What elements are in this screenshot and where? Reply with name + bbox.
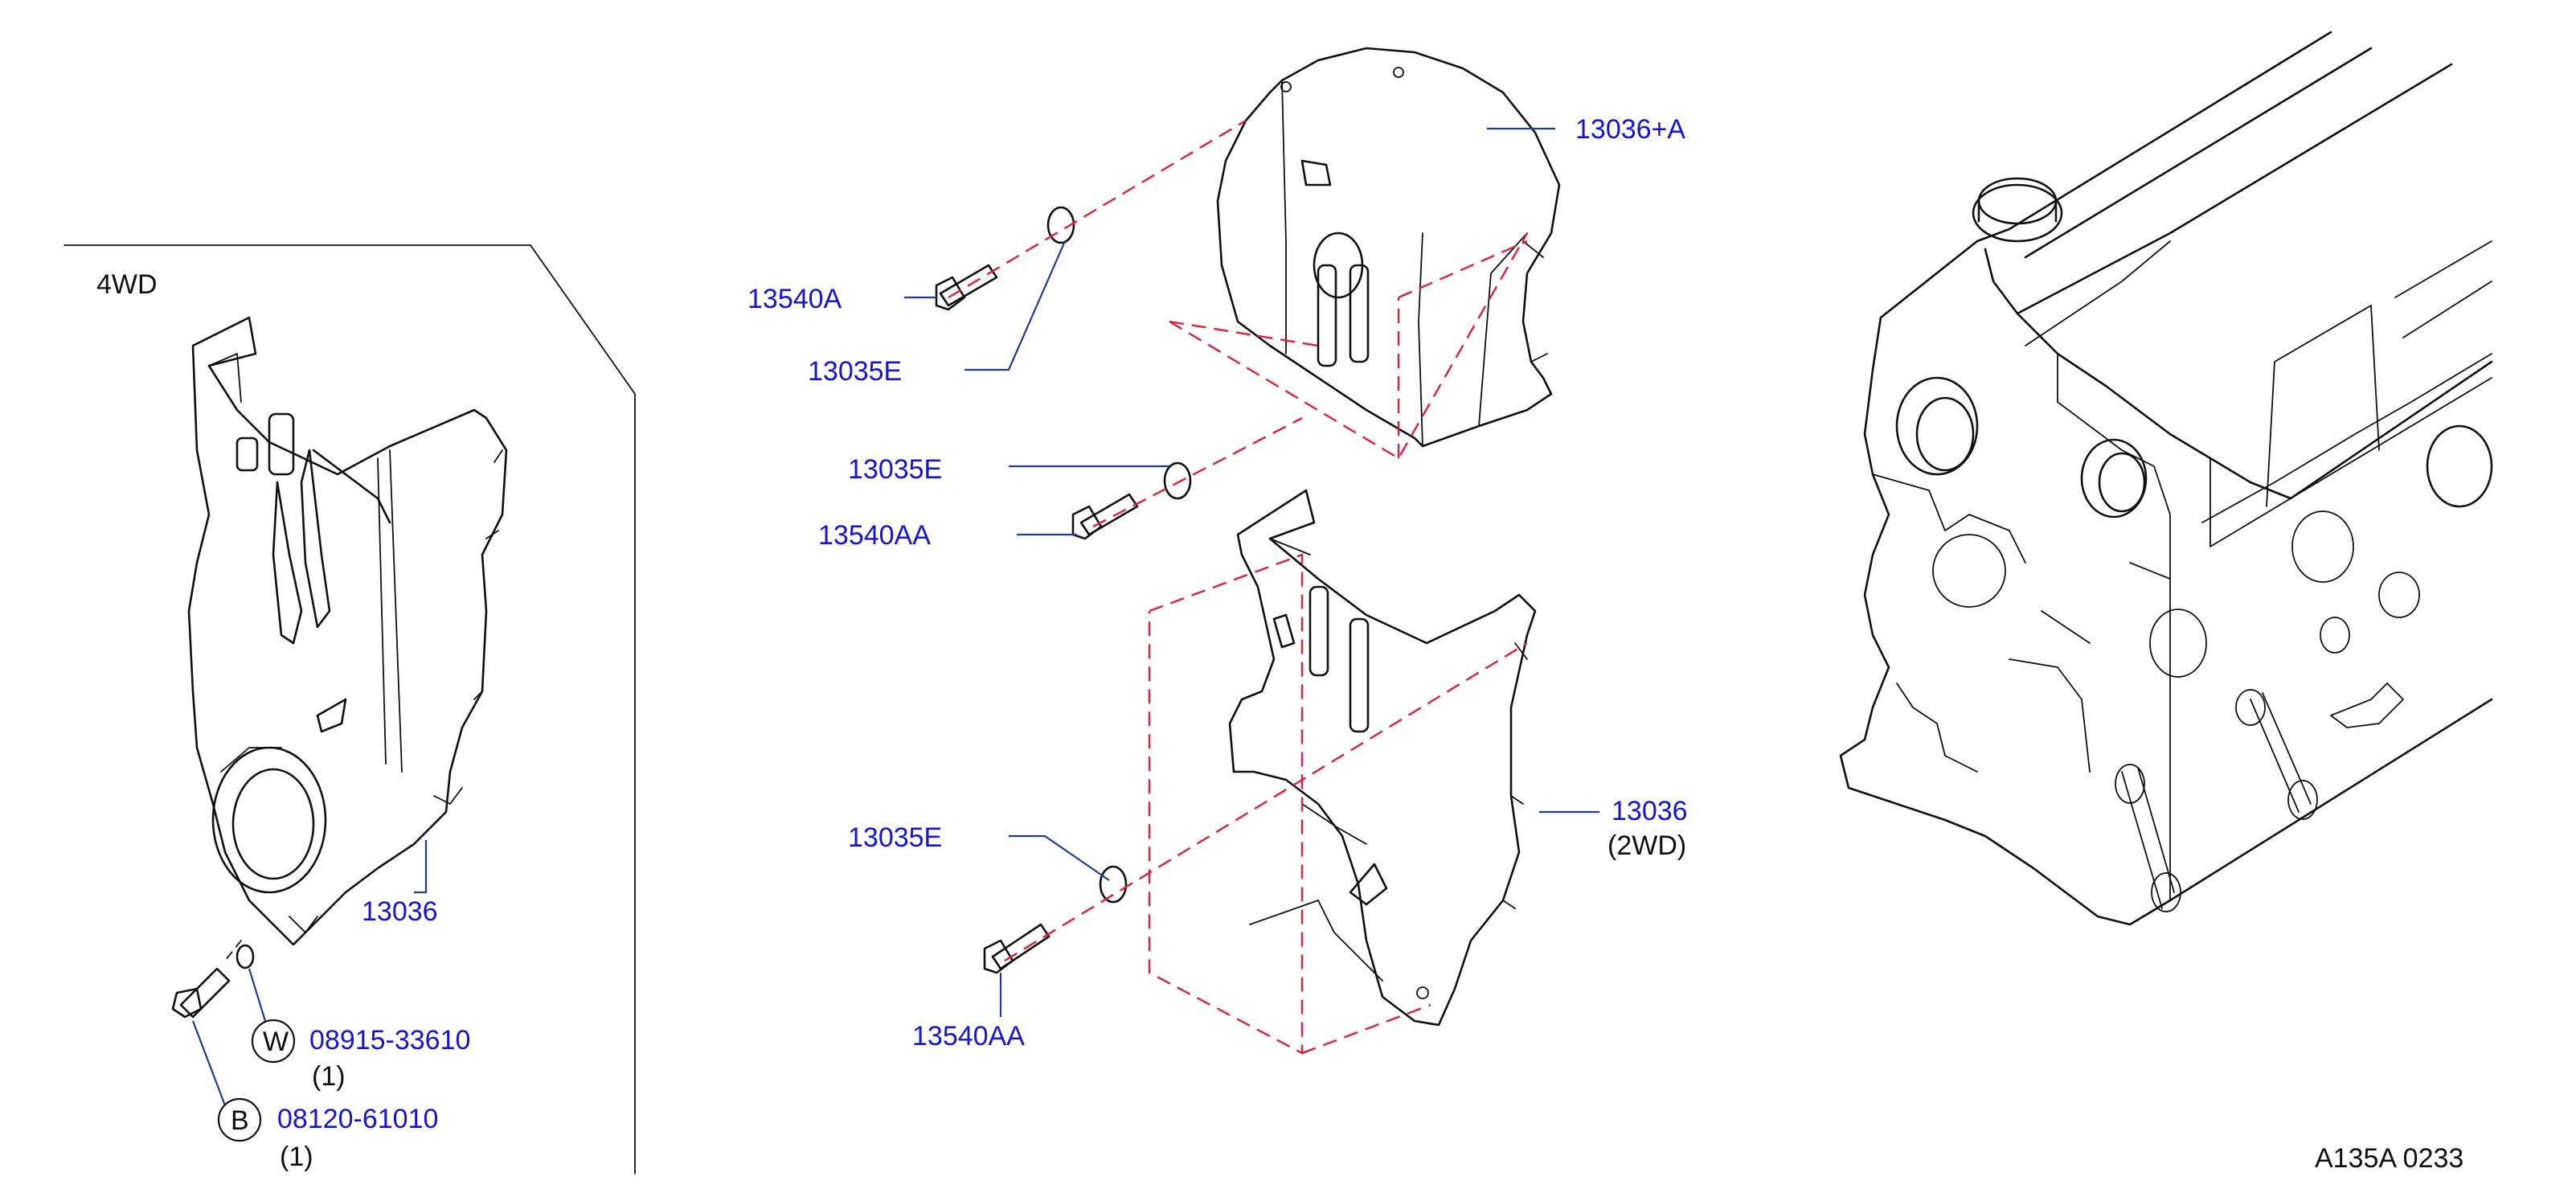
engine-block-illustration [1839, 31, 2493, 926]
callout-grommet-lower: 13035E [848, 822, 942, 853]
callout-bolt-mid: 13540AA [818, 520, 931, 551]
callout-bolt-upper: 13540A [747, 284, 842, 314]
bolt-symbol [217, 1097, 262, 1142]
callout-cover-2wd-note: (2WD) [1607, 830, 1686, 861]
callout-bolt-part: 08120-61010 [277, 1104, 438, 1134]
callout-cover-upper: 13036+A [1575, 114, 1685, 145]
callout-washer-qty: (1) [312, 1061, 346, 1092]
bolt-washer-4wd [171, 840, 428, 1106]
callout-cover-4wd: 13036 [362, 896, 438, 927]
callout-bolt-qty: (1) [280, 1142, 313, 1172]
callout-bolt-lower: 13540AA [912, 1021, 1025, 1052]
leader-lines-center [904, 127, 1599, 1017]
washer-symbol [251, 1019, 296, 1064]
callout-grommet-upper: 13035E [808, 356, 902, 387]
fasteners-center [935, 206, 1192, 974]
timing-cover-upper [1216, 47, 1561, 448]
inset-panel-4wd: 4WD [63, 244, 636, 1175]
callout-cover-2wd: 13036 [1612, 796, 1688, 826]
phantom-lines [948, 119, 1529, 1055]
callout-grommet-mid: 13035E [848, 454, 942, 485]
timing-cover-2wd [1228, 489, 1537, 1027]
washer-symbol-letter: W [263, 1027, 289, 1057]
footer-code: A135A 0233 [2315, 1143, 2463, 1174]
callout-washer-part: 08915-33610 [309, 1025, 470, 1056]
timing-cover-4wd [187, 316, 508, 946]
bolt-symbol-letter: B [231, 1105, 249, 1136]
panel-label: 4WD [96, 269, 158, 300]
